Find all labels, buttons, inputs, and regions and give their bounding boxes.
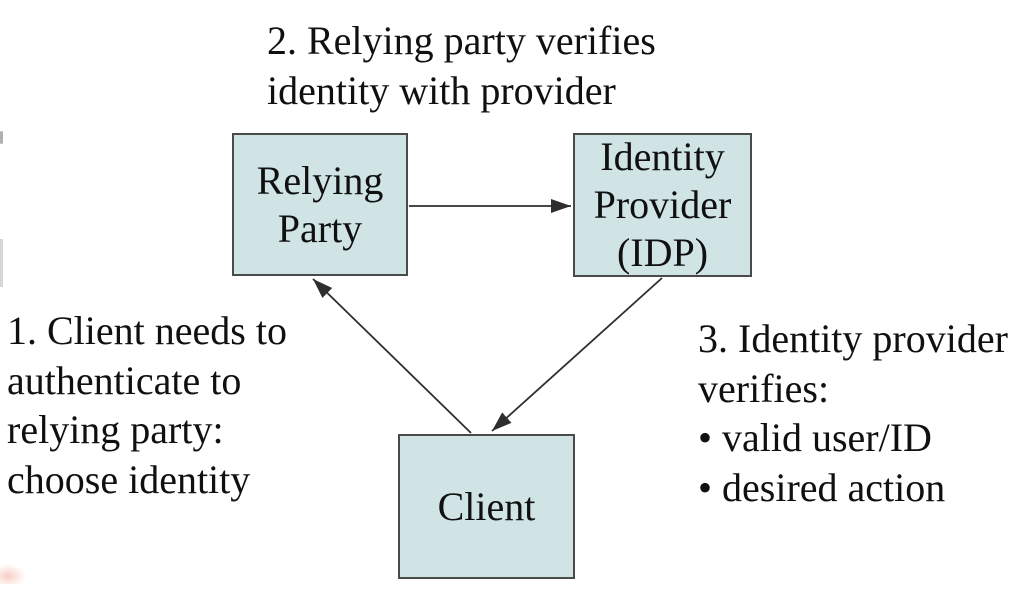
annotation-line: 2. Relying party verifies bbox=[267, 18, 656, 63]
annotation-line: 1. Client needs to bbox=[7, 308, 287, 353]
annotation-step-3: 3. Identity provider verifies: • valid u… bbox=[698, 314, 1008, 512]
node-label-line: (IDP) bbox=[616, 230, 709, 275]
annotation-line: choose identity bbox=[7, 456, 251, 502]
arrow-client-to-relying-party bbox=[312, 278, 472, 434]
node-relying-party: Relying Party bbox=[232, 133, 408, 276]
arrow-idp-to-client bbox=[491, 277, 663, 432]
annotation-line: verifies: bbox=[698, 365, 830, 411]
node-label-line: Provider bbox=[593, 182, 732, 227]
node-label-line: Client bbox=[437, 483, 536, 529]
node-label-line: Identity bbox=[600, 134, 725, 179]
annotation-line: identity with provider bbox=[267, 67, 616, 113]
node-label-line: Party bbox=[277, 205, 363, 251]
scan-artifact bbox=[0, 131, 3, 144]
scan-artifact bbox=[0, 564, 26, 584]
annotation-line: • desired action bbox=[698, 464, 946, 510]
scan-artifact bbox=[0, 239, 3, 287]
annotation-line: 3. Identity provider bbox=[698, 316, 1008, 361]
annotation-step-2: 2. Relying party verifies identity with … bbox=[267, 16, 656, 115]
annotation-line: relying party: bbox=[7, 407, 224, 453]
node-label-line: Relying bbox=[256, 157, 384, 203]
node-identity-provider: Identity Provider (IDP) bbox=[573, 133, 752, 277]
annotation-step-1: 1. Client needs to authenticate to relyi… bbox=[7, 306, 287, 504]
annotation-line: • valid user/ID bbox=[698, 415, 932, 461]
annotation-line: authenticate to bbox=[7, 357, 242, 403]
node-client: Client bbox=[398, 434, 575, 579]
